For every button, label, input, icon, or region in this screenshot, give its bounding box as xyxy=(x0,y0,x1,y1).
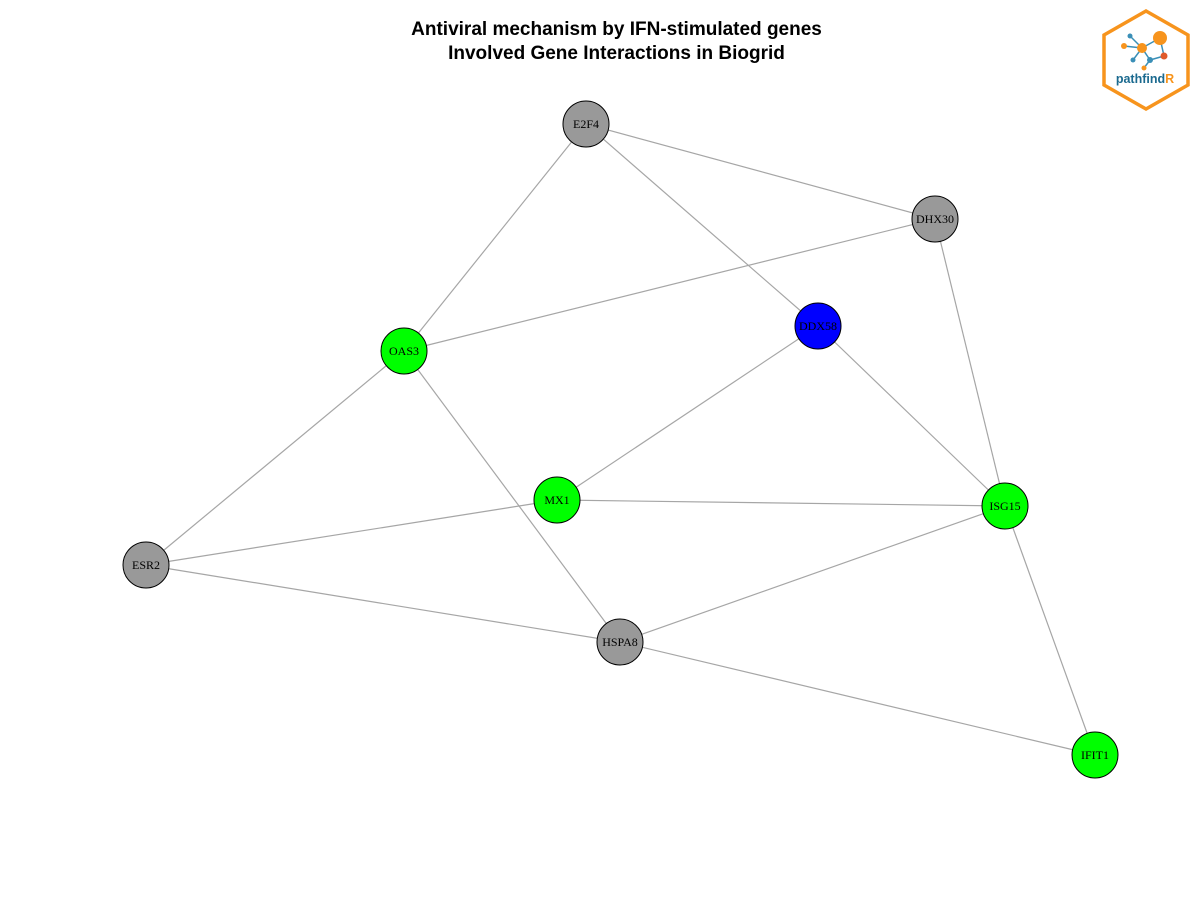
node-label: OAS3 xyxy=(389,344,419,358)
node-label: ISG15 xyxy=(989,499,1020,513)
edge-isg15-ifit1 xyxy=(1004,505,1096,756)
node-circle xyxy=(380,327,428,375)
node-label: DDX58 xyxy=(799,319,837,333)
edge-oas3-hspa8 xyxy=(403,350,621,643)
edges-layer xyxy=(145,123,1096,756)
logo-nodes xyxy=(1121,31,1168,71)
figure-title: Antiviral mechanism by IFN-stimulated ge… xyxy=(0,18,1200,66)
node-circle xyxy=(533,476,581,524)
node-mx1: MX1 xyxy=(533,476,581,524)
node-circle xyxy=(794,302,842,350)
title-line-2: Involved Gene Interactions in Biogrid xyxy=(448,43,785,64)
node-label: E2F4 xyxy=(573,117,599,131)
edge-e2f4-ddx58 xyxy=(585,123,819,327)
edge-hspa8-isg15 xyxy=(619,505,1006,643)
edge-ddx58-isg15 xyxy=(817,325,1006,507)
edge-dhx30-isg15 xyxy=(934,218,1006,507)
logo-text-accent: R xyxy=(1165,72,1174,86)
node-isg15: ISG15 xyxy=(981,482,1029,530)
edge-e2f4-oas3 xyxy=(403,123,587,352)
node-circle xyxy=(596,618,644,666)
node-label: IFIT1 xyxy=(1081,748,1109,762)
node-label: DHX30 xyxy=(916,212,954,226)
edge-mx1-isg15 xyxy=(556,499,1006,507)
logo-text-main: pathfind xyxy=(1116,72,1165,86)
pathfindr-logo: pathfindR xyxy=(1102,8,1190,112)
node-ifit1: IFIT1 xyxy=(1071,731,1119,779)
node-esr2: ESR2 xyxy=(122,541,170,589)
node-circle xyxy=(1071,731,1119,779)
edge-ddx58-mx1 xyxy=(556,325,819,501)
edge-e2f4-dhx30 xyxy=(585,123,936,220)
node-label: ESR2 xyxy=(132,558,160,572)
edge-dhx30-oas3 xyxy=(403,218,936,352)
edge-hspa8-ifit1 xyxy=(619,641,1096,756)
node-dhx30: DHX30 xyxy=(911,195,959,243)
node-label: HSPA8 xyxy=(602,635,638,649)
node-circle xyxy=(562,100,610,148)
node-ddx58: DDX58 xyxy=(794,302,842,350)
node-circle xyxy=(911,195,959,243)
edge-oas3-esr2 xyxy=(145,350,405,566)
logo-text: pathfindR xyxy=(1116,72,1174,86)
node-oas3: OAS3 xyxy=(380,327,428,375)
edge-mx1-esr2 xyxy=(145,499,558,566)
title-line-1: Antiviral mechanism by IFN-stimulated ge… xyxy=(411,19,822,40)
node-e2f4: E2F4 xyxy=(562,100,610,148)
node-label: MX1 xyxy=(544,493,569,507)
node-hspa8: HSPA8 xyxy=(596,618,644,666)
node-circle xyxy=(122,541,170,589)
edge-esr2-hspa8 xyxy=(145,564,621,643)
node-circle xyxy=(981,482,1029,530)
